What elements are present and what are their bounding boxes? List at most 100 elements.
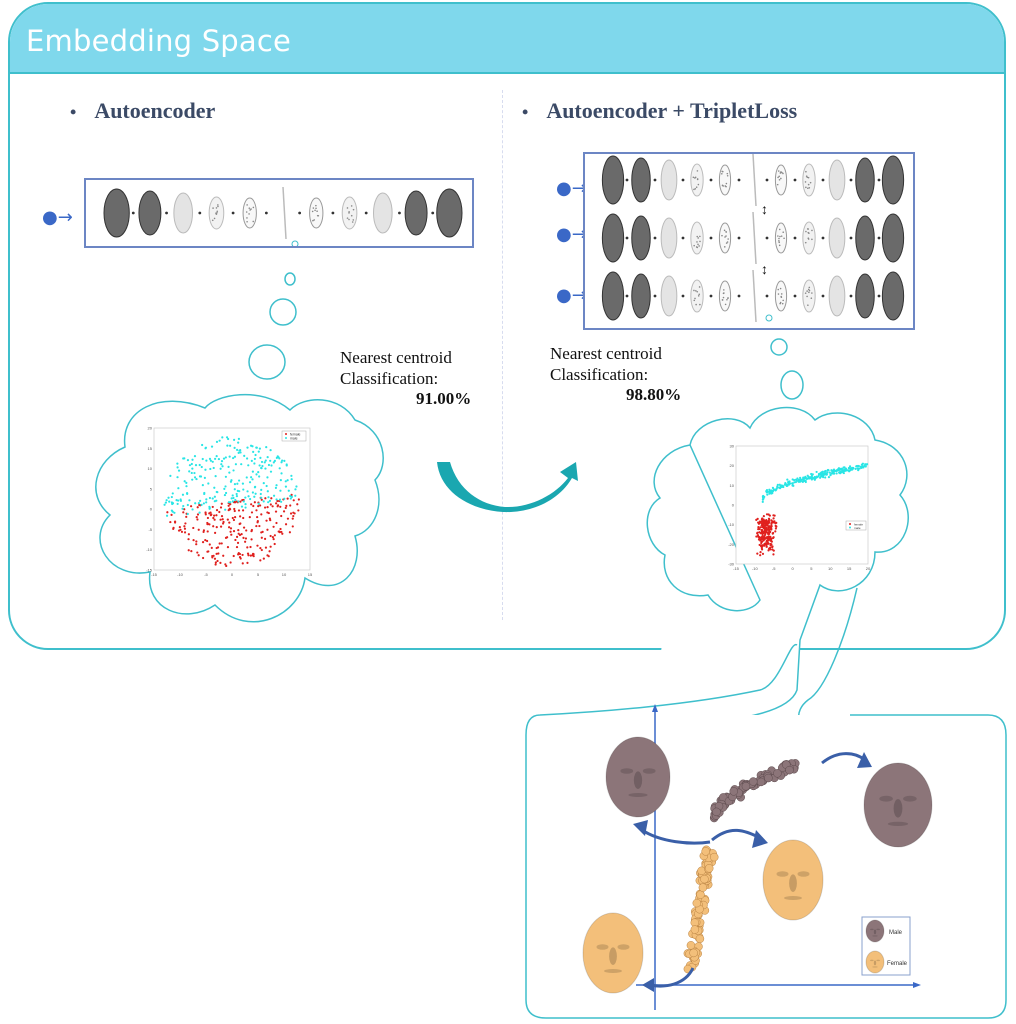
data-point-female <box>183 525 186 528</box>
face-mesh-icon <box>881 155 905 205</box>
data-point-male <box>286 479 289 482</box>
data-point-female <box>196 513 200 516</box>
data-point-female <box>759 521 762 524</box>
triplet-network-diagram: ↕↕ <box>601 153 905 323</box>
data-point-female <box>761 530 764 533</box>
data-point-female <box>289 504 292 507</box>
metric-value: 98.80% <box>626 385 682 404</box>
data-point-male <box>261 464 264 468</box>
data-point-male <box>186 512 189 516</box>
metric-value: 91.00% <box>416 389 472 408</box>
data-point-female <box>772 553 775 556</box>
data-point-male <box>237 451 240 454</box>
x-tick-label: -15 <box>151 572 158 577</box>
mesh-point <box>783 237 785 240</box>
data-point-female <box>253 501 256 504</box>
data-point-male <box>177 487 180 490</box>
data-point-male <box>786 478 789 481</box>
data-point-male <box>246 457 249 460</box>
face-mouth <box>872 935 878 937</box>
data-point-female <box>197 554 200 557</box>
data-point-male <box>805 477 808 480</box>
data-point-male <box>269 449 272 452</box>
data-point-female <box>260 548 263 552</box>
data-point-female <box>279 527 282 531</box>
mesh-point <box>807 304 809 306</box>
data-point-male <box>205 459 208 462</box>
data-point-female <box>222 554 225 557</box>
face-eye <box>870 928 874 931</box>
data-point-female <box>197 528 200 531</box>
data-point-male <box>227 465 230 468</box>
data-point-female <box>210 546 213 550</box>
data-point-female <box>770 519 773 522</box>
data-point-male <box>267 496 270 499</box>
data-point-male <box>209 459 212 462</box>
data-point-male <box>804 479 807 482</box>
face-eye <box>776 871 789 877</box>
data-point-male <box>179 499 183 502</box>
data-point-female <box>215 552 218 555</box>
flow-arrow-icon <box>737 236 741 240</box>
data-point-female <box>217 552 220 555</box>
data-point-male <box>209 467 212 471</box>
flow-arrow-icon <box>793 294 797 298</box>
data-point-female <box>172 527 175 531</box>
data-point-female <box>268 550 271 553</box>
face-nose <box>633 771 643 789</box>
data-point-female <box>266 528 269 531</box>
data-point-female <box>760 548 764 551</box>
data-point-male <box>186 458 190 462</box>
data-point-female <box>265 519 268 522</box>
data-point-male <box>266 456 269 459</box>
data-point-male <box>290 495 293 498</box>
data-point-female <box>242 516 245 520</box>
data-point-male <box>806 474 809 477</box>
data-point-male <box>278 467 281 470</box>
data-point-female <box>762 515 765 518</box>
data-point-female <box>225 564 228 568</box>
mesh-point <box>782 172 784 175</box>
x-tick-label: 0 <box>791 566 794 571</box>
data-point-male <box>268 499 272 503</box>
data-point-male <box>273 459 276 462</box>
data-point-female <box>220 515 224 518</box>
mesh-point <box>693 299 696 302</box>
mesh-point <box>316 214 319 217</box>
data-point-female <box>213 514 216 517</box>
data-point-male <box>250 459 253 462</box>
data-point-male <box>237 437 240 440</box>
female-embedding-point <box>698 883 708 892</box>
data-point-female <box>262 557 265 560</box>
data-point-female <box>219 561 222 564</box>
data-point-female <box>270 497 273 500</box>
data-point-female <box>228 521 231 524</box>
data-point-female <box>770 528 773 531</box>
data-point-male <box>761 498 765 501</box>
data-point-female <box>761 533 764 537</box>
data-point-male <box>165 499 168 502</box>
header-band: Embedding Space <box>10 4 1004 74</box>
male-embedding-point <box>756 777 766 787</box>
mesh-point <box>808 291 810 294</box>
flow-arrow-icon <box>681 178 685 182</box>
flow-arrow-icon <box>765 236 769 240</box>
mesh-point <box>249 209 251 211</box>
x-tick-label: -15 <box>733 566 740 571</box>
mesh-point <box>696 178 699 181</box>
data-point-male <box>289 494 292 498</box>
flow-arrow-icon <box>681 294 685 298</box>
thought-bubble-medium <box>770 338 788 356</box>
data-point-male <box>219 467 222 470</box>
mesh-point <box>313 219 315 221</box>
mesh-point <box>698 245 700 247</box>
legend-label: female <box>290 433 301 437</box>
data-point-male <box>290 474 293 477</box>
data-point-male <box>770 489 773 493</box>
mesh-point <box>693 244 695 247</box>
data-point-male <box>771 486 775 489</box>
data-point-male <box>269 470 273 473</box>
face-mesh-icon <box>173 192 193 234</box>
data-point-male <box>284 485 288 488</box>
